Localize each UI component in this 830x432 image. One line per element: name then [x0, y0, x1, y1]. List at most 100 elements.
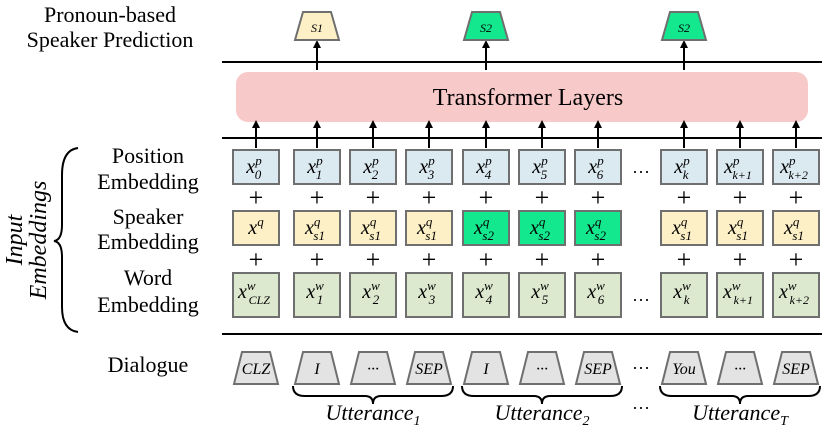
- utterance-brace: [461, 385, 623, 405]
- utterance-label: UtteranceT: [692, 400, 789, 427]
- plus-sign: +: [422, 183, 437, 212]
- plus-sign: +: [249, 245, 264, 274]
- speaker-prediction-label: S2: [678, 21, 690, 35]
- position-label-line1: Position: [112, 143, 184, 168]
- speaker-label-line2: Embedding: [97, 229, 198, 254]
- speaker-prediction-output: [293, 11, 341, 41]
- position-embedding-box: [462, 149, 510, 185]
- position-embedding-box: [405, 149, 453, 185]
- word-embedding-box: [405, 272, 453, 318]
- dialogue-token-label: SEP: [782, 361, 810, 378]
- plus-sign: +: [733, 183, 748, 212]
- dialogue-token: [518, 351, 566, 385]
- plus-sign: +: [249, 183, 264, 212]
- dialogue-token-label: I: [313, 361, 320, 378]
- speaker-embedding-box: [405, 210, 453, 246]
- position-embedding-box: [349, 149, 397, 185]
- dialogue-token-label: ···: [734, 361, 746, 378]
- input-embeddings-label-line2: Embeddings: [26, 181, 52, 301]
- column-ellipsis: ···: [632, 162, 650, 182]
- word-label-line1: Word: [124, 265, 172, 290]
- speaker-embedding-label: xq: [247, 214, 264, 239]
- word-embedding-box: [232, 272, 280, 318]
- position-label-line2: Embedding: [97, 169, 198, 194]
- dialogue-token-label: I: [482, 361, 489, 378]
- position-embedding-box: [232, 149, 280, 185]
- dialogue-label: Dialogue: [108, 352, 189, 377]
- prediction-label-line2: Speaker Prediction: [27, 27, 194, 52]
- speaker-embedding-box: [349, 210, 397, 246]
- dialogue-token: [349, 351, 397, 385]
- speaker-embedding-box: [772, 210, 820, 246]
- plus-sign: +: [366, 245, 381, 274]
- plus-sign: +: [677, 183, 692, 212]
- plus-sign: +: [479, 245, 494, 274]
- plus-sign: +: [310, 245, 325, 274]
- dialogue-token: [772, 351, 820, 385]
- speaker-prediction-label: S1: [311, 21, 323, 35]
- utterance-brace: [292, 385, 454, 405]
- utterance-label: Utterance1: [326, 400, 421, 427]
- word-embedding-box: [660, 272, 708, 318]
- speaker-prediction-label: S2: [480, 21, 492, 35]
- plus-sign: +: [479, 183, 494, 212]
- plus-sign: +: [591, 245, 606, 274]
- speaker-label-line1: Speaker: [113, 204, 185, 229]
- dialogue-token-label: SEP: [415, 361, 443, 378]
- speaker-embedding-box: [518, 210, 566, 246]
- speaker-embedding-box: [716, 210, 764, 246]
- word-embedding-box: [574, 272, 622, 318]
- plus-sign: +: [535, 183, 550, 212]
- speaker-prediction-output: [462, 11, 510, 41]
- plus-sign: +: [591, 183, 606, 212]
- speaker-embedding-box: [462, 210, 510, 246]
- prediction-label-line1: Pronoun-based: [44, 2, 176, 27]
- dialogue-token: [405, 351, 453, 385]
- transformer-layers-block: [236, 72, 808, 122]
- plus-sign: +: [366, 183, 381, 212]
- dialogue-token-label: You: [672, 361, 695, 378]
- dialogue-token: [232, 351, 280, 385]
- dialogue-token: [293, 351, 341, 385]
- plus-sign: +: [733, 245, 748, 274]
- plus-sign: +: [310, 183, 325, 212]
- position-embedding-box: [716, 149, 764, 185]
- speaker-embedding-box: [232, 210, 280, 246]
- word-embedding-box: [293, 272, 341, 318]
- word-label-line2: Embedding: [97, 292, 198, 317]
- dialogue-token: [660, 351, 708, 385]
- dialogue-token: [574, 351, 622, 385]
- column-ellipsis: ···: [632, 358, 650, 378]
- position-embedding-box: [518, 149, 566, 185]
- word-embedding-box: [772, 272, 820, 318]
- transformer-layers-label: Transformer Layers: [433, 85, 623, 111]
